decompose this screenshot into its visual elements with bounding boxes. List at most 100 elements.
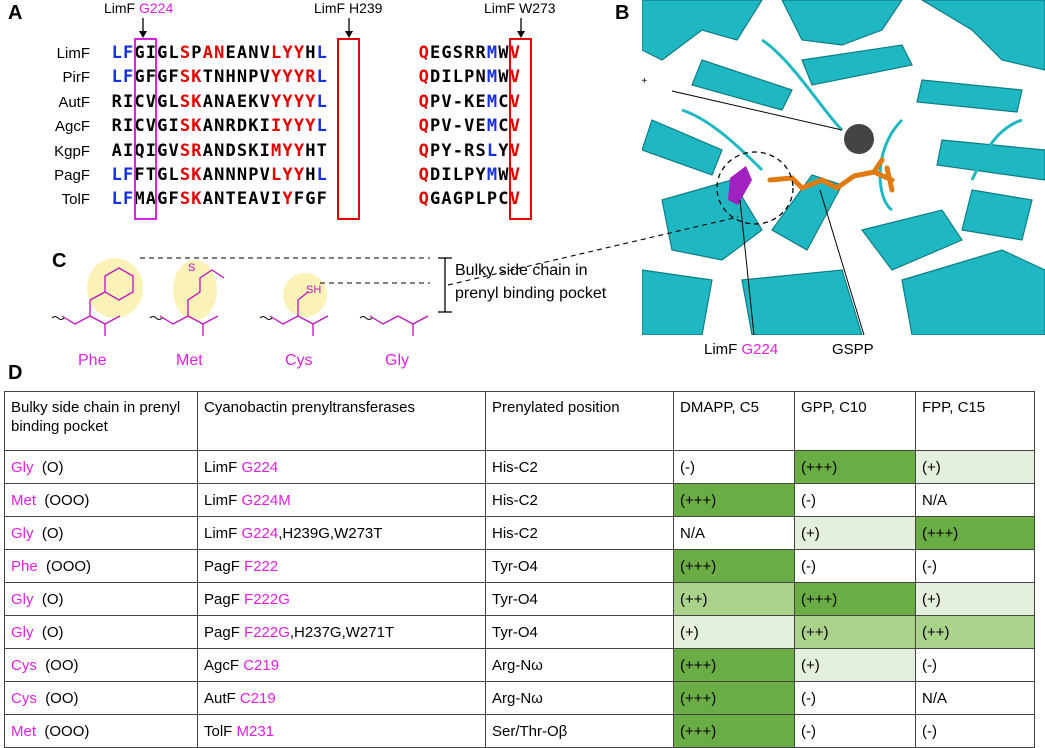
fpp-cell: N/A <box>915 483 1035 517</box>
position-cell: Arg-Nω <box>485 681 674 715</box>
sequence-name: PirF <box>62 69 91 87</box>
enzyme-cell: LimF G224 <box>197 450 486 484</box>
sequence-row: RICVGISKANRDKIIYYYL <box>111 116 327 137</box>
bulk-cell: Gly (O) <box>4 450 198 484</box>
sequence-name: AgcF <box>54 118 90 136</box>
sequence-row: LFGIGLSPANEANVLYYHL <box>111 43 327 63</box>
table-header-row: Bulky side chain in prenyl binding pocke… <box>4 391 1035 451</box>
bulk-cell: Gly (O) <box>4 615 198 649</box>
dmapp-cell: (+++) <box>673 714 795 748</box>
position-cell: Tyr-O4 <box>485 582 674 616</box>
fpp-cell: (+) <box>915 450 1035 484</box>
enzyme-cell: PagF F222 <box>197 549 486 583</box>
dmapp-cell: (+) <box>673 615 795 649</box>
position-cell: His-C2 <box>485 483 674 517</box>
sequence-row: LFFTGLSKANNNPVLYYHL <box>111 165 327 185</box>
dmapp-cell: (+++) <box>673 648 795 682</box>
bulk-cell: Met (OOO) <box>4 483 198 517</box>
enzyme-cell: PagF F222G <box>197 582 486 616</box>
fpp-cell: (-) <box>915 648 1035 682</box>
sequence-row: QDILPYMWV <box>418 165 520 185</box>
fpp-cell: (+) <box>915 582 1035 616</box>
sequence-row: QPY-RSLYV <box>418 140 520 161</box>
sequence-name: KgpF <box>54 142 90 160</box>
aa-phe-label: Phe <box>78 352 107 369</box>
bulk-cell: Met (OOO) <box>4 714 198 748</box>
gpp-cell: (+++) <box>794 582 916 616</box>
amino-acid-structures: S SH Bulky side chain in prenyl binding … <box>0 250 640 380</box>
position-cell: Tyr-O4 <box>485 549 674 583</box>
bulk-cell: Cys (OO) <box>4 648 198 682</box>
header-fpp: FPP, C15 <box>915 391 1035 451</box>
position-cell: Ser/Thr-Oβ <box>485 714 674 748</box>
header-enzyme: Cyanobactin prenyltransferases <box>197 391 486 451</box>
gpp-cell: (+++) <box>794 450 916 484</box>
bulk-cell: Cys (OO) <box>4 681 198 715</box>
gpp-cell: (-) <box>794 549 916 583</box>
bulk-cell: Phe (OOO) <box>4 549 198 583</box>
prenyltransferase-table: Bulky side chain in prenyl binding pocke… <box>4 391 1035 748</box>
enzyme-cell: TolF M231 <box>197 714 486 748</box>
aa-cys-label: Cys <box>285 352 313 369</box>
dmapp-cell: N/A <box>673 516 795 550</box>
sequence-name: PagF <box>54 167 90 184</box>
arrow-label-g224: LimF G224 <box>104 0 174 16</box>
sequence-row: RICVGLSKANAEKVYYYYL <box>111 91 327 112</box>
cys-sh-label: SH <box>306 284 322 296</box>
panel-label-d: D <box>8 362 23 384</box>
gpp-cell: (+) <box>794 648 916 682</box>
gpp-cell: (-) <box>794 714 916 748</box>
fpp-cell: (-) <box>915 549 1035 583</box>
enzyme-cell: AutF C219 <box>197 681 486 715</box>
sequence-row: LFMAGFSKANTEAVIYFGF <box>111 189 327 210</box>
dmapp-cell: (++) <box>673 582 795 616</box>
bulk-cell: Gly (O) <box>4 582 198 616</box>
header-dmapp: DMAPP, C5 <box>673 391 795 451</box>
sequence-row: QPV-VEMCV <box>418 116 520 137</box>
bulk-cell: Gly (O) <box>4 516 198 550</box>
dmapp-cell: (+++) <box>673 681 795 715</box>
aa-met-label: Met <box>176 352 203 369</box>
sequence-row: QEGSRRMWV <box>418 43 520 63</box>
arrow-label-h239: LimF H239 <box>314 0 383 16</box>
mg-label: Mg2+ <box>642 76 648 87</box>
sequence-name: LimF <box>56 45 90 62</box>
enzyme-cell: LimF G224,H239G,W273T <box>197 516 486 550</box>
gpp-cell: (-) <box>794 483 916 517</box>
fpp-cell: N/A <box>915 681 1035 715</box>
sequence-name: AutF <box>58 93 90 111</box>
panel-label-c: C <box>52 250 67 272</box>
sequence-row: LFGFGFSKTNHNPVYYYRL <box>111 67 327 88</box>
g224-column-box <box>134 38 157 220</box>
sequence-row: QPV-KEMCV <box>418 91 520 112</box>
amino-acid-drawing <box>51 257 452 336</box>
panel-label-a: A <box>8 2 23 24</box>
h239-column-box <box>337 38 360 220</box>
dashed-connector <box>448 216 739 286</box>
aa-gly-label: Gly <box>385 352 409 369</box>
bulky-annotation-line1: Bulky side chain in <box>455 262 588 279</box>
dmapp-cell: (+++) <box>673 549 795 583</box>
arrow-label-w273: LimF W273 <box>484 0 556 16</box>
alignment-arrows <box>139 18 525 38</box>
position-cell: His-C2 <box>485 450 674 484</box>
fpp-cell: (+++) <box>915 516 1035 550</box>
bulky-annotation-line2: prenyl binding pocket <box>455 285 607 302</box>
limf-g224-label: LimF G224 <box>704 341 779 358</box>
gpp-cell: (-) <box>794 681 916 715</box>
sequence-row: AIQIGVSRANDSKIMYYHT <box>111 140 327 161</box>
met-sulfur-label: S <box>188 262 196 274</box>
sequence-row: QGAGPLPCV <box>418 189 520 210</box>
header-position: Prenylated position <box>485 391 674 451</box>
w273-column-box <box>509 38 532 220</box>
fpp-cell: (++) <box>915 615 1035 649</box>
sequence-row: QDILPNMWV <box>418 67 520 88</box>
gpp-cell: (+) <box>794 516 916 550</box>
